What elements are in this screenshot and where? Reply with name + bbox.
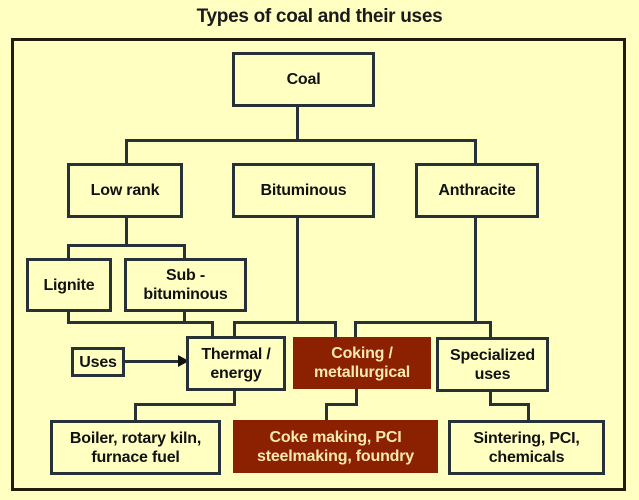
connector: [125, 139, 477, 142]
node-anthracite: Anthracite: [415, 163, 539, 218]
node-sub-bituminous: Sub - bituminous: [124, 258, 247, 312]
node-lignite: Lignite: [26, 258, 112, 312]
node-bituminous: Bituminous: [232, 163, 375, 218]
connector: [296, 104, 299, 141]
connector: [233, 321, 236, 337]
connector: [67, 321, 214, 324]
arrow-head-icon: [178, 355, 189, 367]
connector: [67, 310, 70, 324]
connector: [67, 244, 70, 261]
connector: [489, 390, 492, 405]
connector: [125, 216, 128, 246]
connector: [334, 321, 337, 337]
connector: [325, 403, 358, 406]
connector: [527, 403, 530, 423]
node-low-rank: Low rank: [67, 163, 183, 218]
connector: [325, 403, 328, 423]
connector: [233, 388, 236, 405]
node-coking-metallurgical: Coking / metallurgical: [293, 337, 431, 389]
node-uses: Uses: [71, 347, 125, 377]
node-sintering-chemicals: Sintering, PCI, chemicals: [448, 420, 605, 475]
node-specialized-uses: Specialized uses: [436, 337, 549, 392]
connector: [489, 321, 492, 339]
connector: [474, 216, 477, 324]
connector: [125, 139, 128, 165]
diagram-title: Types of coal and their uses: [196, 6, 443, 27]
connector: [354, 321, 492, 324]
connector: [67, 244, 186, 247]
connector: [233, 321, 337, 324]
connector: [183, 310, 186, 324]
node-coal: Coal: [232, 52, 375, 107]
connector: [134, 403, 236, 406]
connector: [211, 321, 214, 337]
connector: [134, 403, 137, 423]
connector: [474, 139, 477, 165]
connector: [296, 216, 299, 324]
node-boiler-kiln-furnace: Boiler, rotary kiln, furnace fuel: [50, 420, 221, 475]
connector: [183, 244, 186, 261]
connector: [355, 388, 358, 405]
connector: [354, 321, 357, 337]
node-thermal-energy: Thermal / energy: [186, 336, 286, 391]
node-coke-making-steelmaking: Coke making, PCI steelmaking, foundry: [233, 420, 438, 473]
connector: [123, 360, 185, 363]
diagram-frame: [11, 38, 626, 491]
connector: [489, 403, 530, 406]
